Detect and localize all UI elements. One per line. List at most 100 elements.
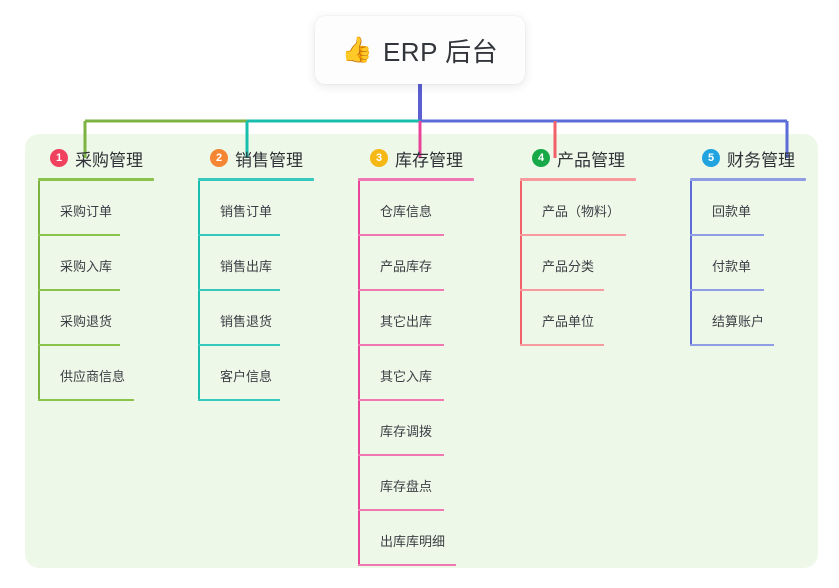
leaf-item[interactable]: 采购入库: [38, 236, 154, 291]
leaf-label: 销售退货: [220, 314, 273, 329]
branch-column-5: 5 财务管理回款单付款单结算账户: [690, 144, 806, 346]
leaf-stem: [690, 181, 692, 236]
leaf-underline: [38, 234, 120, 236]
branch-items-3: 仓库信息产品库存其它出库其它入库库存调拨库存盘点出库库明细: [358, 181, 474, 566]
leaf-stem: [358, 346, 360, 401]
leaf-label: 仓库信息: [380, 204, 433, 219]
branch-badge-2: 2: [210, 149, 228, 167]
leaf-item[interactable]: 产品库存: [358, 236, 474, 291]
leaf-label: 产品单位: [542, 314, 595, 329]
leaf-item[interactable]: 仓库信息: [358, 181, 474, 236]
leaf-item[interactable]: 供应商信息: [38, 346, 154, 401]
leaf-label: 采购订单: [60, 204, 113, 219]
branch-badge-4: 4: [532, 149, 550, 167]
leaf-item[interactable]: 出库库明细: [358, 511, 474, 566]
leaf-item[interactable]: 付款单: [690, 236, 806, 291]
leaf-item[interactable]: 其它入库: [358, 346, 474, 401]
leaf-label: 出库库明细: [380, 534, 446, 549]
leaf-underline: [38, 399, 134, 401]
leaf-underline: [358, 234, 444, 236]
leaf-item[interactable]: 产品（物料）: [520, 181, 636, 236]
leaf-underline: [358, 399, 444, 401]
leaf-underline: [690, 344, 774, 346]
leaf-underline: [198, 234, 280, 236]
branches-panel: [25, 134, 818, 568]
leaf-item[interactable]: 采购订单: [38, 181, 154, 236]
leaf-item[interactable]: 销售出库: [198, 236, 314, 291]
leaf-item[interactable]: 结算账户: [690, 291, 806, 346]
branch-underline-3: [358, 178, 474, 181]
leaf-underline: [38, 289, 120, 291]
leaf-item[interactable]: 客户信息: [198, 346, 314, 401]
leaf-underline: [358, 289, 444, 291]
leaf-item[interactable]: 产品单位: [520, 291, 636, 346]
leaf-label: 采购退货: [60, 314, 113, 329]
leaf-stem: [38, 346, 40, 401]
leaf-item[interactable]: 其它出库: [358, 291, 474, 346]
leaf-label: 产品（物料）: [542, 204, 621, 219]
leaf-item[interactable]: 库存调拨: [358, 401, 474, 456]
leaf-label: 库存调拨: [380, 424, 433, 439]
leaf-underline: [358, 564, 456, 566]
branch-label-5: 财务管理: [727, 150, 795, 170]
leaf-stem: [520, 291, 522, 346]
branch-badge-5: 5: [702, 149, 720, 167]
leaf-label: 库存盘点: [380, 479, 433, 494]
leaf-underline: [198, 344, 280, 346]
branch-items-5: 回款单付款单结算账户: [690, 181, 806, 346]
leaf-stem: [690, 291, 692, 346]
leaf-label: 产品分类: [542, 259, 595, 274]
branch-underline-5: [690, 178, 806, 181]
leaf-item[interactable]: 采购退货: [38, 291, 154, 346]
leaf-underline: [358, 509, 444, 511]
leaf-stem: [358, 456, 360, 511]
leaf-stem: [690, 236, 692, 291]
leaf-label: 回款单: [712, 204, 752, 219]
branch-items-4: 产品（物料） 产品分类产品单位: [520, 181, 636, 346]
leaf-stem: [198, 291, 200, 346]
leaf-label: 结算账户: [712, 314, 765, 329]
leaf-label: 其它入库: [380, 369, 433, 384]
leaf-stem: [38, 291, 40, 346]
leaf-item[interactable]: 产品分类: [520, 236, 636, 291]
leaf-label: 销售订单: [220, 204, 273, 219]
leaf-label: 供应商信息: [60, 369, 126, 384]
leaf-item[interactable]: 销售订单: [198, 181, 314, 236]
leaf-stem: [198, 346, 200, 401]
leaf-underline: [198, 289, 280, 291]
leaf-item[interactable]: 销售退货: [198, 291, 314, 346]
leaf-stem: [358, 236, 360, 291]
root-title: ERP 后台: [382, 36, 499, 67]
leaf-underline: [38, 344, 120, 346]
leaf-stem: [38, 181, 40, 236]
leaf-label: 采购入库: [60, 259, 113, 274]
thumbs-up-icon: 👍: [341, 35, 373, 64]
leaf-label: 付款单: [712, 259, 752, 274]
leaf-underline: [520, 234, 626, 236]
leaf-item[interactable]: 库存盘点: [358, 456, 474, 511]
leaf-stem: [198, 181, 200, 236]
leaf-underline: [690, 234, 764, 236]
leaf-stem: [198, 236, 200, 291]
root-node[interactable]: 👍 ERP 后台: [315, 16, 525, 84]
leaf-label: 客户信息: [220, 369, 273, 384]
branch-underline-2: [198, 178, 314, 181]
leaf-underline: [358, 344, 444, 346]
leaf-item[interactable]: 回款单: [690, 181, 806, 236]
branch-header-5[interactable]: 5 财务管理: [690, 144, 806, 172]
leaf-label: 销售出库: [220, 259, 273, 274]
leaf-stem: [520, 181, 522, 236]
leaf-label: 其它出库: [380, 314, 433, 329]
branch-items-2: 销售订单销售出库销售退货客户信息: [198, 181, 314, 401]
branch-badge-1: 1: [50, 149, 68, 167]
